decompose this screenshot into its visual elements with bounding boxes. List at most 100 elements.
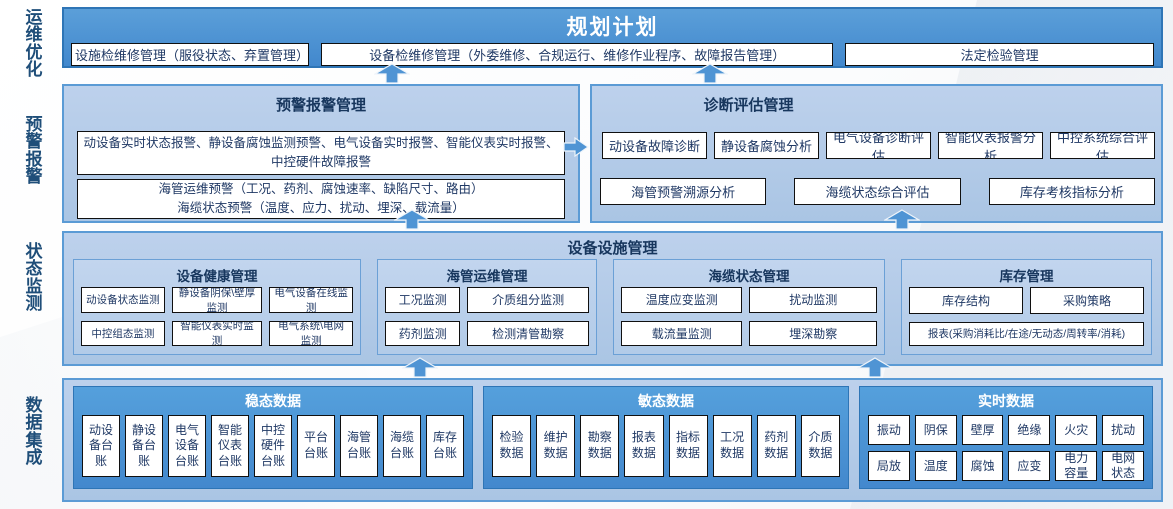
- diagram-node: 电气设备台账: [168, 415, 206, 477]
- planning-band-title: 规划计划: [566, 16, 659, 39]
- node-inventory-kpi-analysis: 库存考核指标分析: [988, 178, 1155, 205]
- group-title: 海管运维管理: [446, 269, 528, 284]
- diagram-node: 中控硬件台账: [254, 415, 292, 477]
- diagram-node: 介质数据: [800, 415, 840, 477]
- group-inventory: 库存管理 库存结构 采购策略 报表(采购消耗比/在途/无动态/周转率/消耗): [901, 259, 1152, 355]
- diagram-node: 库存台账: [426, 415, 464, 477]
- diagram-node: 药剂数据: [756, 415, 796, 477]
- node-static-equipment-corrosion-analysis: 静设备腐蚀分析: [714, 132, 819, 159]
- diagram-node: 火灾: [1055, 415, 1098, 445]
- diagram-node: 电气设备在线监测: [269, 287, 353, 313]
- diagram-node: 报表(采购消耗比/在途/无动态/周转率/消耗): [909, 321, 1144, 346]
- group-items: 动设备状态监测 静设备阴保\壁厚监测 电气设备在线监测 中控组态监测 智能仪表实…: [81, 287, 353, 346]
- diagram-node: 动设备台账: [82, 415, 120, 477]
- group-items: 温度应变监测 扰动监测 载流量监测 埋深勘察: [621, 287, 877, 346]
- diagnosis-row-1: 动设备故障诊断 静设备腐蚀分析 电气设备诊断评估 智能仪表报警分析 中控系统综合…: [602, 132, 1155, 159]
- data-box-title: 稳态数据: [245, 393, 301, 409]
- diagram-node: 平台台账: [297, 415, 335, 477]
- node-central-control-evaluation: 中控系统综合评估: [1050, 132, 1155, 159]
- diagram-node: 工况监测: [385, 287, 461, 313]
- sidebar-label-operations-optimization: 运维优化: [25, 8, 43, 79]
- diagram-node: 阴保: [914, 415, 957, 445]
- up-arrow-icon: [884, 209, 920, 230]
- data-box-items: 动设备台账 静设备台账 电气设备台账 智能仪表台账 中控硬件台账 平台台账 海管…: [82, 415, 464, 477]
- up-arrow-icon: [394, 209, 430, 230]
- up-arrow-icon: [857, 357, 893, 378]
- diagram-node: 中控组态监测: [81, 320, 165, 346]
- transactional-data-box: 敏态数据 检验数据 维护数据 勘察数据 报表数据 指标数据 工况数据 药剂数据 …: [483, 386, 849, 489]
- group-title: 设备健康管理: [176, 269, 258, 284]
- diagram-node: 埋深勘察: [749, 320, 877, 346]
- cable-warning-line: 海缆状态预警（温度、应力、扰动、埋深、载流量）: [177, 201, 465, 215]
- node-pipeline-cable-warning: 海管运维预警（工况、药剂、腐蚀速率、缺陷尺寸、路由） 海缆状态预警（温度、应力、…: [77, 179, 565, 219]
- node-cable-status-evaluation: 海缆状态综合评估: [794, 178, 961, 205]
- pipeline-warning-line: 海管运维预警（工况、药剂、腐蚀速率、缺陷尺寸、路由）: [158, 182, 484, 197]
- steady-state-data-box: 稳态数据 动设备台账 静设备台账 电气设备台账 智能仪表台账 中控硬件台账 平台…: [73, 386, 473, 489]
- diagram-node: 绝缘: [1008, 415, 1051, 445]
- alarm-management-panel: 预警报警管理 动设备实时状态报警、静设备腐蚀监测预警、电气设备实时报警、智能仪表…: [62, 84, 580, 223]
- realtime-data-box: 实时数据 振动 阴保 壁厚 绝缘 火灾 扰动 局放 温度 腐蚀 应变 电力容量 …: [859, 386, 1153, 489]
- data-box-items: 检验数据 维护数据 勘察数据 报表数据 指标数据 工况数据 药剂数据 介质数据: [492, 415, 840, 477]
- diagram-node: 维护数据: [536, 415, 576, 477]
- node-dynamic-equipment-fault-diagnosis: 动设备故障诊断: [602, 132, 707, 159]
- group-cable-status: 海缆状态管理 温度应变监测 扰动监测 载流量监测 埋深勘察: [613, 259, 885, 355]
- node-facility-maintenance-mgmt: 设施检维修管理（服役状态、弃置管理）: [71, 43, 310, 66]
- facility-groups-row: 设备健康管理 动设备状态监测 静设备阴保\壁厚监测 电气设备在线监测 中控组态监…: [73, 259, 1152, 355]
- diagram-node: 壁厚: [961, 415, 1004, 445]
- planning-items-row: 设施检维修管理（服役状态、弃置管理） 设备检维修管理（外委维修、合规运行、维修作…: [64, 41, 1161, 66]
- diagram-node: 智能仪表实时监测: [171, 320, 263, 346]
- facility-band-title: 设备设施管理: [567, 240, 658, 257]
- diagram-node: 指标数据: [668, 415, 708, 477]
- data-integration-row: 稳态数据 动设备台账 静设备台账 电气设备台账 智能仪表台账 中控硬件台账 平台…: [73, 386, 1153, 489]
- planning-band: 规划计划 设施检维修管理（服役状态、弃置管理） 设备检维修管理（外委维修、合规运…: [62, 7, 1163, 68]
- sidebar-label-warning-alarm: 预警报警: [25, 115, 43, 186]
- diagram-node: 应变: [1008, 451, 1051, 481]
- diagram-node: 温度应变监测: [621, 287, 743, 313]
- group-items: 库存结构 采购策略 报表(采购消耗比/在途/无动态/周转率/消耗): [909, 287, 1144, 346]
- group-items: 工况监测 介质组分监测 药剂监测 检测清管勘察: [385, 287, 589, 346]
- diagram-node: 电网状态: [1102, 451, 1144, 481]
- group-title: 海缆状态管理: [708, 269, 790, 284]
- facility-management-band: 设备设施管理 设备健康管理 动设备状态监测 静设备阴保\壁厚监测 电气设备在线监…: [62, 231, 1163, 366]
- data-box-title: 实时数据: [978, 393, 1034, 409]
- diagram-node: 电力容量: [1055, 451, 1098, 481]
- diagram-node: 采购策略: [1030, 287, 1144, 314]
- group-title: 库存管理: [999, 269, 1054, 284]
- group-equipment-health: 设备健康管理 动设备状态监测 静设备阴保\壁厚监测 电气设备在线监测 中控组态监…: [73, 259, 361, 355]
- diagram-node: 扰动监测: [749, 287, 877, 313]
- diagram-node: 海缆台账: [383, 415, 421, 477]
- diagram-node: 扰动: [1102, 415, 1144, 445]
- node-smart-instrument-alarm-analysis: 智能仪表报警分析: [938, 132, 1043, 159]
- diagram-node: 电气系统\电网监测: [269, 320, 353, 346]
- diagram-node: 腐蚀: [961, 451, 1004, 481]
- diagram-node: 局放: [868, 451, 910, 481]
- diagram-node: 药剂监测: [385, 320, 461, 346]
- node-realtime-alarms: 动设备实时状态报警、静设备腐蚀监测预警、电气设备实时报警、智能仪表实时报警、中控…: [77, 131, 565, 175]
- node-equipment-maintenance-mgmt: 设备检维修管理（外委维修、合规运行、维修作业程序、故障报告管理）: [321, 43, 834, 66]
- diagram-node: 载流量监测: [621, 320, 743, 346]
- diagram-node: 报表数据: [624, 415, 664, 477]
- up-arrow-icon: [402, 357, 438, 378]
- alarm-panel-title: 预警报警管理: [275, 97, 366, 114]
- up-arrow-icon: [692, 63, 728, 84]
- node-electrical-diagnosis-evaluation: 电气设备诊断评估: [826, 132, 931, 159]
- diagram-node: 勘察数据: [580, 415, 620, 477]
- diagram-node: 介质组分监测: [467, 287, 589, 313]
- diagram-node: 检验数据: [492, 415, 532, 477]
- diagram-node: 动设备状态监测: [81, 287, 165, 313]
- diagram-node: 库存结构: [909, 287, 1023, 314]
- group-pipeline-operation: 海管运维管理 工况监测 介质组分监测 药剂监测 检测清管勘察: [377, 259, 597, 355]
- diagnosis-row-2: 海管预警溯源分析 海缆状态综合评估 库存考核指标分析: [600, 178, 1155, 205]
- sidebar-label-data-integration: 数据集成: [25, 396, 43, 467]
- diagram-node: 海管台账: [340, 415, 378, 477]
- diagnosis-management-panel: 诊断评估管理 动设备故障诊断 静设备腐蚀分析 电气设备诊断评估 智能仪表报警分析…: [590, 84, 1163, 223]
- diagram-node: 温度: [914, 451, 957, 481]
- up-arrow-icon: [374, 63, 410, 84]
- node-statutory-inspection-mgmt: 法定检验管理: [845, 43, 1154, 66]
- diagram-node: 工况数据: [712, 415, 752, 477]
- data-box-title: 敏态数据: [638, 393, 694, 409]
- diagram-node: 振动: [868, 415, 910, 445]
- node-pipeline-warning-trace-analysis: 海管预警溯源分析: [600, 178, 767, 205]
- diagram-node: 静设备台账: [125, 415, 163, 477]
